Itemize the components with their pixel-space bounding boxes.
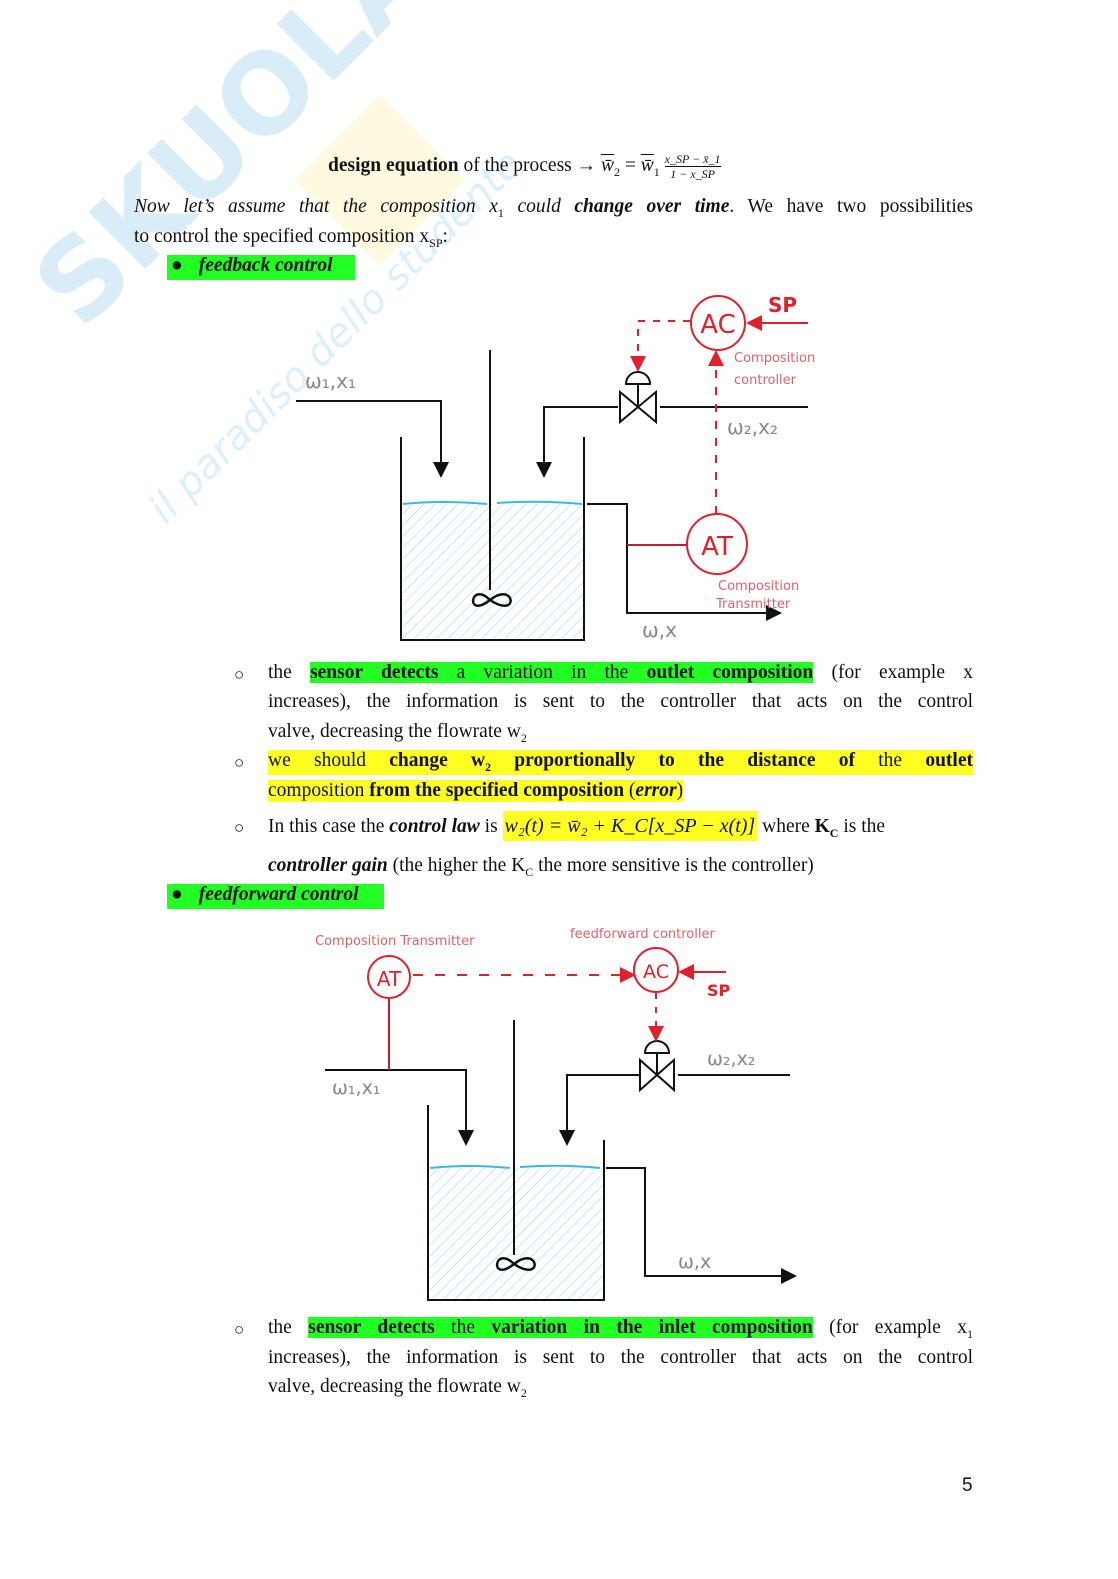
inlet-2-pipe — [544, 406, 808, 474]
svg-text:Composition: Composition — [734, 351, 815, 366]
label-in1: ω₁,x₁ — [305, 369, 356, 393]
control-law-equation: w₂(t) = w̄₂ + K_C[x_SP − x(t)] — [502, 811, 758, 841]
label-out: ω,x — [642, 618, 677, 642]
outlet-pipe — [587, 503, 782, 621]
fb-bullet1-line3: valve, decreasing the flowrate w2 — [268, 721, 527, 745]
tank — [427, 1105, 605, 1301]
label-sp: SP — [768, 293, 797, 317]
svg-text:Transmitter: Transmitter — [715, 597, 791, 612]
ff-bullet1-line1: the sensor detects the variation in the … — [268, 1317, 973, 1341]
page-number: 5 — [962, 1475, 973, 1496]
ff-bullet1-line2: increases), the information is sent to t… — [268, 1347, 973, 1368]
svg-text:AC: AC — [643, 961, 669, 983]
fb-bullet2-line1: we should change w2 proportionally to th… — [268, 750, 973, 775]
svg-text:ω,x: ω,x — [678, 1251, 711, 1273]
tank — [400, 437, 585, 641]
fb-bullet1-line1: the sensor detects a variation in the ou… — [268, 662, 973, 683]
bullet: ○ — [234, 818, 245, 837]
svg-text:Composition: Composition — [718, 579, 799, 594]
fb-bullet3-line2: controller gain (the higher the KC the m… — [268, 855, 814, 879]
bullet: ○ — [234, 1320, 245, 1339]
bullet: ○ — [234, 753, 245, 772]
intro-line-2: to control the specified composition xSP… — [134, 226, 448, 250]
svg-text:SP: SP — [707, 981, 731, 1000]
svg-text:feedforward controller: feedforward controller — [570, 927, 715, 942]
svg-text:AT: AT — [377, 967, 402, 991]
ff-bullet1-line3: valve, decreasing the flowrate w2 — [268, 1376, 527, 1400]
svg-text:ω₂,x₂: ω₂,x₂ — [707, 1048, 755, 1070]
liquid-level — [402, 500, 583, 505]
design-equation: design equation of the process → w̄2 = w… — [328, 152, 721, 181]
feedforward-heading: ●feedforward control — [167, 884, 384, 909]
control-valve-icon — [619, 389, 657, 425]
feedback-diagram: ω₁,x₁ ω₂,x₂ ω,x AC AT SP Composition con… — [296, 293, 815, 642]
svg-text:Composition Transmitter: Composition Transmitter — [315, 934, 475, 949]
valve-actuator-icon — [624, 371, 652, 407]
control-valve-icon — [639, 1057, 675, 1093]
impeller-icon — [495, 1257, 536, 1271]
feedback-heading: ●feedback control — [167, 255, 355, 280]
svg-text:controller: controller — [734, 373, 797, 388]
signal-ac-to-valve — [630, 320, 690, 372]
svg-text:ω₁,x₁: ω₁,x₁ — [332, 1077, 380, 1099]
fb-bullet1-line2: increases), the information is sent to t… — [268, 691, 973, 712]
fb-bullet3-line1: In this case the control law is w₂(t) = … — [268, 811, 885, 841]
impeller-icon — [471, 593, 512, 607]
fb-bullet2-line2: composition from the specified compositi… — [268, 780, 684, 802]
intro-line-1: Now let’s assume that the composition x1… — [134, 196, 973, 220]
inlet-1-pipe — [296, 400, 449, 478]
label-in2: ω₂,x₂ — [727, 415, 778, 439]
tank-liquid — [403, 504, 583, 638]
bullet: ○ — [234, 665, 245, 684]
label-ac: AC — [700, 310, 735, 340]
label-at: AT — [701, 532, 733, 562]
valve-actuator-icon — [643, 1040, 671, 1075]
feedforward-diagram: AT AC SP Composition Transmitter feedfor… — [315, 927, 797, 1301]
